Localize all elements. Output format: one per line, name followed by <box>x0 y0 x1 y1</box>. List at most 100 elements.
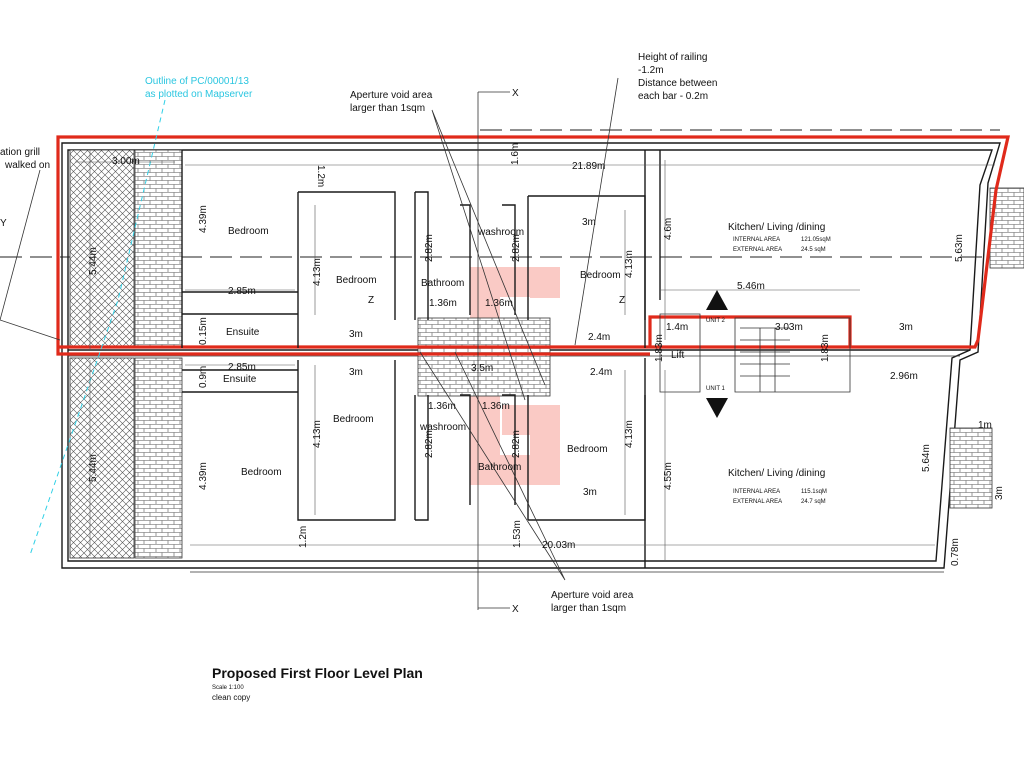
grill-note-line2: walked on <box>4 160 50 171</box>
dim-label: 4.55m <box>663 462 674 490</box>
dim-label: 3m <box>349 329 363 340</box>
dim-label: 3m <box>583 487 597 498</box>
dim-label: 1.4m <box>666 322 688 333</box>
railing-note-line1: Height of railing <box>638 52 707 63</box>
dim-label: 2.82m <box>424 430 435 458</box>
dim-label: 1.36m <box>429 298 457 309</box>
room-kitchen-bottom: Kitchen/ Living /dining <box>728 468 825 479</box>
room-bedroom-e: Bedroom <box>241 467 282 478</box>
section-x-bottom-label: X <box>512 604 519 615</box>
dim-label: 1.6m <box>510 143 521 165</box>
outer-walls <box>61 129 1001 573</box>
room-bedroom-a: Bedroom <box>228 226 269 237</box>
internal-area-bottom-label: INTERNAL AREA <box>733 489 780 495</box>
internal-area-top-label: INTERNAL AREA <box>733 237 780 243</box>
external-area-bottom-label: EXTERNAL AREA <box>733 499 782 505</box>
room-ensuite-bottom: Ensuite <box>223 374 257 385</box>
dim-label: 2.85m <box>228 362 256 373</box>
section-line-x <box>477 91 510 610</box>
room-washroom-top: washroom <box>477 227 524 238</box>
outline-note-line2: as plotted on Mapserver <box>145 89 253 100</box>
dim-label: 21.89m <box>572 161 605 172</box>
unit1-arrow <box>706 398 728 418</box>
room-bedroom-d: Bedroom <box>333 414 374 425</box>
dim-label: 0.78m <box>950 538 961 566</box>
dim-label: 1.2m <box>298 526 309 548</box>
dim-label: 1.83m <box>820 334 831 362</box>
dim-label: 4.13m <box>312 420 323 448</box>
room-bedroom-c: Bedroom <box>580 270 621 281</box>
external-area-top-label: EXTERNAL AREA <box>733 247 782 253</box>
dim-label: 2.4m <box>590 367 612 378</box>
site-boundary <box>56 135 1011 356</box>
dim-label: 2.82m <box>511 430 522 458</box>
aperture-note-bottom-line2: larger than 1sqm <box>551 603 626 614</box>
watermark-logo <box>470 267 560 485</box>
interior-walls <box>181 150 851 568</box>
dim-label: 4.13m <box>624 250 635 278</box>
room-bathroom-top: Bathroom <box>421 278 464 289</box>
dim-label: 2.82m <box>511 234 522 262</box>
dim-label: 2.4m <box>588 332 610 343</box>
dim-label: 3.03m <box>775 322 803 333</box>
dim-label: 3m <box>349 367 363 378</box>
railing-note-line2: -1.2m <box>638 65 664 76</box>
aperture-note-top-line2: larger than 1sqm <box>350 103 425 114</box>
dim-label: 1m <box>978 420 992 431</box>
room-kitchen-top: Kitchen/ Living /dining <box>728 222 825 233</box>
room-bathroom-bottom: Bathroom <box>478 462 521 473</box>
leader-lines <box>0 77 619 581</box>
section-z-right-label: Z <box>619 295 625 306</box>
dim-label: 4.13m <box>312 258 323 286</box>
dim-label: 0.9m <box>198 366 209 388</box>
dim-label: 1.2m <box>315 165 326 187</box>
room-lift: Lift <box>671 350 685 361</box>
aperture-note-bottom-line1: Aperture void area <box>551 590 634 601</box>
dim-label: 5.46m <box>737 281 765 292</box>
dim-label: 1.36m <box>485 298 513 309</box>
section-z-left-label: Z <box>368 295 374 306</box>
unit2-arrow <box>706 290 728 310</box>
room-bedroom-f: Bedroom <box>567 444 608 455</box>
dim-label: 4.13m <box>624 420 635 448</box>
section-y-label: Y <box>0 218 7 229</box>
grill-hatch-bottom <box>69 357 135 559</box>
drawing-scale: Scale 1:100 <box>212 685 244 691</box>
dim-label: 1.53m <box>512 520 523 548</box>
room-bedroom-b: Bedroom <box>336 275 377 286</box>
railing-note-line4: each bar - 0.2m <box>638 91 708 102</box>
dim-label: 4.39m <box>198 462 209 490</box>
dim-label: 1.36m <box>428 401 456 412</box>
aperture-note-top-line1: Aperture void area <box>350 90 433 101</box>
dim-label: 3.00m <box>112 156 140 167</box>
dim-label: 1.83m <box>654 334 665 362</box>
brick-strip-top <box>134 149 183 349</box>
dim-label: 5.44m <box>88 454 99 482</box>
brick-stair-core <box>417 317 551 397</box>
dimension-labels-vertical: 1.2m 1.6m 4.39m 4.13m 2.82m 2.82m 4.6m 5… <box>88 143 1005 566</box>
brick-right-top <box>989 187 1024 269</box>
dim-label: 2.82m <box>424 234 435 262</box>
dim-label: 3m <box>994 486 1005 500</box>
grill-note-line1: ation grill <box>0 147 40 158</box>
dimension-lines <box>75 150 995 560</box>
dim-label: 3.5m <box>471 363 493 374</box>
dimension-labels: 3.00m 21.89m 3m 2.85m 1.36m 1.36m 5.46m … <box>112 156 992 551</box>
dim-label: 1.36m <box>482 401 510 412</box>
dim-label: 4.6m <box>663 218 674 240</box>
outline-note-line1: Outline of PC/00001/13 <box>145 76 249 87</box>
dim-label: 3m <box>899 322 913 333</box>
dim-label: 5.44m <box>88 247 99 275</box>
external-area-top-value: 24.5 sqM <box>801 247 826 253</box>
dim-label: 0.15m <box>198 317 209 345</box>
drawing-title: Proposed First Floor Level Plan <box>212 665 423 681</box>
dim-label: 20.03m <box>542 540 575 551</box>
dim-label: 3m <box>582 217 596 228</box>
dim-label: 5.63m <box>954 234 965 262</box>
internal-area-top-value: 121.05sqM <box>801 237 831 243</box>
dim-label: 4.39m <box>198 205 209 233</box>
grill-hatch-top <box>69 149 135 349</box>
internal-area-bottom-value: 115.1sqM <box>801 489 827 495</box>
unit-1-label: UNIT 1 <box>706 386 726 392</box>
